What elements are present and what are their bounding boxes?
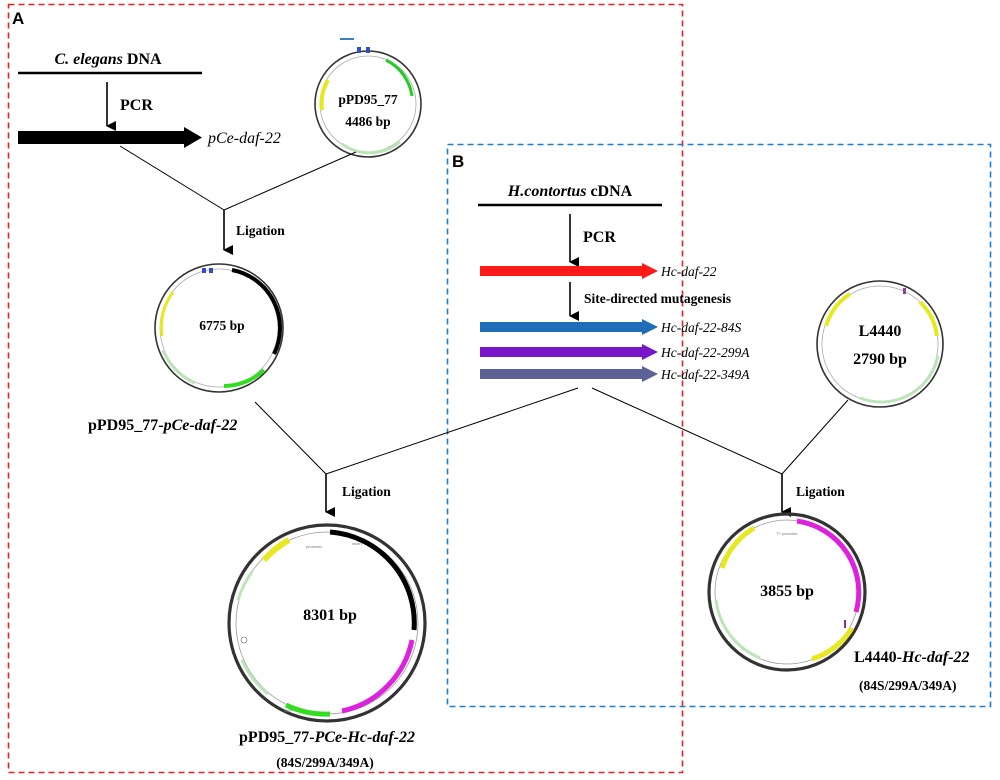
merge-line-genes-a [325, 387, 579, 475]
intermediate-name: pPD95_77-pCe-daf-22 [88, 417, 237, 434]
gene-arrow-hc-daf-22-349a: Hc-daf-22-349A [480, 366, 750, 382]
ligation-label-2: Ligation [342, 484, 391, 499]
final-b-name: L4440-Hc-daf-22 [854, 649, 970, 666]
intermediate-size: 6775 bp [199, 318, 244, 333]
gene-label-hc-daf-22-299a: Hc-daf-22-299A [660, 345, 750, 360]
svg-text:T7 promoter: T7 promoter [776, 531, 798, 536]
plasmid-ppd95-77: pPD95_77 4486 bp [314, 38, 422, 158]
mutagenesis-label: Site-directed mutagenesis [584, 291, 731, 306]
svg-text:GFP: GFP [284, 708, 293, 713]
l4440-size: 2790 bp [853, 351, 907, 368]
gene-arrow-hc-daf-22-299a: Hc-daf-22-299A [480, 344, 750, 360]
merge-line-intermediate [254, 401, 327, 475]
hc-cdna-label: H.contortus cDNA [507, 183, 633, 200]
pce-daf22-arrow-head [184, 127, 202, 148]
pce-daf22-arrow-shaft [18, 131, 186, 144]
ppd95-77-size: 4486 bp [345, 114, 390, 129]
pce-daf22-label: pCe-daf-22 [207, 130, 281, 147]
gene-label-hc-daf-22-349a: Hc-daf-22-349A [660, 367, 750, 382]
panel-a-border [7, 3, 684, 774]
merge-line-insert-a [119, 145, 225, 211]
panel-a-letter: A [12, 9, 24, 28]
ce-dna-label: C. elegans DNA [54, 51, 162, 68]
svg-text:insert: insert [352, 541, 363, 546]
final-a-name: pPD95_77-PCe-Hc-daf-22 [239, 729, 415, 746]
final-b-variants: (84S/299A/349A) [859, 678, 957, 693]
final-b-size: 3855 bp [760, 583, 814, 600]
merge-line-l4440 [781, 399, 849, 475]
final-a-variants: (84S/299A/349A) [276, 755, 374, 770]
pcr-label-b: PCR [583, 229, 616, 246]
merge-line-vector-a [223, 151, 357, 211]
plasmid-l4440: L4440 2790 bp [816, 280, 944, 408]
ligation-label-1: Ligation [236, 223, 285, 238]
plasmid-final-b: T7 promoter 3855 bp [707, 512, 867, 672]
gene-label-hc-daf-22-84s: Hc-daf-22-84S [660, 320, 741, 335]
gene-arrow-hc-daf-22: Hc-daf-22 [480, 263, 717, 279]
gene-arrow-hc-daf-22-84s: Hc-daf-22-84S [480, 319, 741, 335]
gene-label-hc-daf-22: Hc-daf-22 [660, 264, 717, 279]
plasmid-final-a: promoter insert GFP 8301 bp [227, 523, 427, 723]
gene-arrows: Hc-daf-22 Site-directed mutagenesis Hc-d… [480, 263, 750, 382]
ppd95-77-name: pPD95_77 [338, 92, 398, 107]
l4440-name: L4440 [859, 323, 902, 340]
pcr-label-a: PCR [120, 97, 153, 114]
panel-b-border [446, 143, 992, 708]
svg-text:promoter: promoter [306, 544, 323, 549]
final-a-size: 8301 bp [303, 607, 357, 624]
merge-line-genes-b [591, 387, 783, 475]
ligation-label-3: Ligation [796, 484, 845, 499]
panel-b-letter: B [452, 152, 464, 171]
plasmid-intermediate: 6775 bp [154, 263, 284, 393]
